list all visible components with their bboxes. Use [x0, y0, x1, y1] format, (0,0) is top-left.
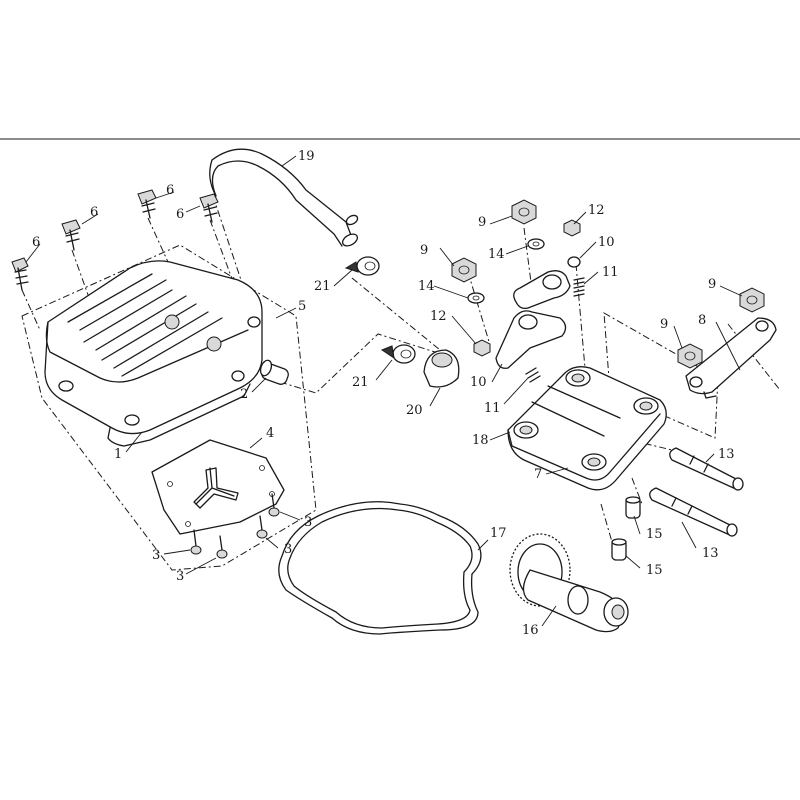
bolt-dash-3 [147, 217, 169, 263]
nut-9-left [451, 257, 477, 283]
nut-9-bracket-top [739, 287, 765, 313]
rocker-bracket-plate [685, 317, 777, 399]
breather-link-dash [279, 333, 436, 394]
screw-2 [216, 535, 228, 559]
breather-hose [209, 148, 359, 247]
callout-12b: 12 [430, 309, 447, 324]
bolt-4 [199, 193, 219, 223]
callout-2: 2 [240, 387, 248, 402]
nut-12-left [473, 339, 491, 357]
hose-dash [212, 195, 253, 314]
bolt-1 [11, 257, 29, 291]
callout-3c: 3 [284, 542, 292, 557]
hose-dash-2 [351, 277, 441, 351]
nut-9-top [511, 199, 537, 225]
callout-14a: 14 [488, 247, 505, 262]
washer-14-left [467, 292, 485, 304]
spring-11-left [525, 367, 541, 383]
breather-cap [423, 349, 460, 388]
adjust-screw-10-top [567, 256, 581, 268]
callout-13a: 13 [718, 447, 735, 462]
nut-dash-3 [575, 263, 587, 381]
rocker-shaft-lower [649, 487, 738, 537]
camshaft [509, 533, 629, 633]
callout-21a: 21 [314, 279, 331, 294]
callout-9c: 9 [708, 277, 716, 292]
rocker-bracket-outline [603, 312, 719, 439]
callout-7: 7 [534, 467, 542, 482]
callout-6c: 6 [166, 183, 174, 198]
callout-15a: 15 [646, 527, 663, 542]
pin-dash-2 [631, 477, 643, 505]
rocker-arm-lower [495, 310, 567, 369]
callout-5: 5 [298, 299, 306, 314]
spring-11-top [573, 277, 585, 297]
callout-1: 1 [114, 447, 122, 462]
callout-11b: 11 [484, 401, 501, 416]
callout-16: 16 [522, 623, 539, 638]
callout-13b: 13 [702, 546, 719, 561]
cover-assembly-outline [21, 244, 317, 571]
washer-14-top [527, 238, 545, 250]
screw-4 [268, 493, 280, 517]
callout-9a: 9 [478, 215, 486, 230]
shaft-dash [629, 439, 673, 451]
cylinder-head-cover [44, 260, 263, 447]
callout-12a: 12 [588, 203, 605, 218]
callout-21b: 21 [352, 375, 369, 390]
nut-12-top [563, 219, 581, 237]
callout-17: 17 [490, 526, 507, 541]
callout-3a: 3 [152, 548, 160, 563]
nut-9-bracket-left [677, 343, 703, 369]
rocker-arm-upper [513, 270, 571, 310]
dowel-pin-lower [611, 538, 627, 561]
callout-10a: 10 [598, 235, 615, 250]
separator-plate [151, 439, 285, 535]
hose-clamp-lower [380, 344, 416, 364]
callout-6a: 6 [32, 235, 40, 250]
bolt-3 [137, 189, 157, 219]
callout-9d: 9 [660, 317, 668, 332]
callout-3b: 3 [176, 569, 184, 584]
cover-grommet [259, 359, 289, 385]
bolt-2 [61, 219, 81, 251]
cover-gasket [278, 501, 482, 635]
screw-3 [256, 515, 268, 539]
callout-19: 19 [298, 149, 315, 164]
rocker-shaft-upper [669, 447, 744, 491]
leader-lines [25, 155, 743, 627]
callout-6d: 6 [176, 207, 184, 222]
callout-3d: 3 [304, 515, 312, 530]
nut-dash-2 [523, 227, 533, 291]
callout-18: 18 [472, 433, 489, 448]
callout-10b: 10 [470, 375, 487, 390]
pin-dash-1 [600, 503, 613, 543]
callout-labels: 1 2 3 3 3 3 4 5 6 6 6 6 7 8 9 9 9 9 10 1… [32, 149, 735, 638]
callout-20: 20 [406, 403, 423, 418]
callout-15b: 15 [646, 563, 663, 578]
callout-9b: 9 [420, 243, 428, 258]
rocker-holder [507, 366, 667, 491]
callout-4: 4 [266, 426, 274, 441]
callout-8: 8 [698, 313, 706, 328]
nut-dash-1 [467, 271, 491, 346]
callout-11a: 11 [602, 265, 619, 280]
callout-14b: 14 [418, 279, 435, 294]
screw-1 [190, 529, 202, 555]
bracket-dash-right [727, 323, 781, 391]
hose-clamp-upper [344, 256, 380, 276]
bolt-dash-1 [21, 289, 41, 331]
dowel-pin-upper [625, 496, 641, 519]
callout-6b: 6 [90, 205, 98, 220]
